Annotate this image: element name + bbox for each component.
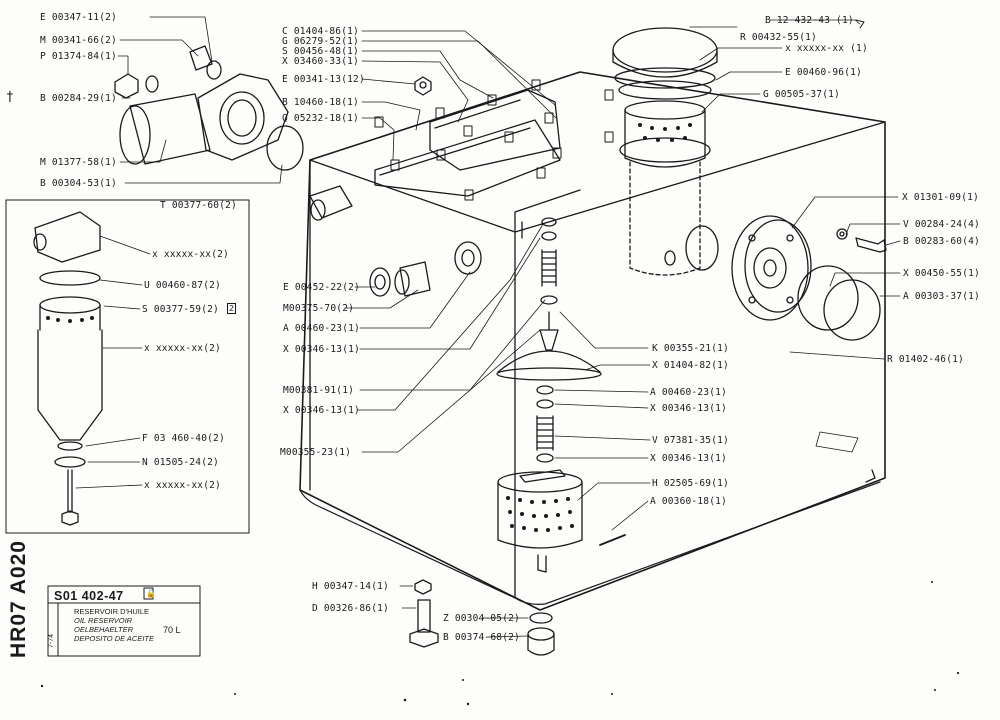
callout-label: U 00460-87(2)	[144, 280, 221, 291]
callout-label: E 00347-11(2)	[40, 12, 117, 23]
reference-marker: †	[6, 90, 14, 105]
scan-specks	[40, 581, 960, 706]
callout-label: V 07381-35(1)	[652, 435, 729, 446]
callout-label: B 00374-68(2)	[443, 632, 520, 643]
callout-label: x xxxxx-xx(2)	[144, 480, 221, 491]
callout-label: K 00355-21(1)	[652, 343, 729, 354]
callout-label: D 00326-86(1)	[312, 603, 389, 614]
callout-label: F 03 460-40(2)	[142, 433, 225, 444]
quantity-badge: 2	[227, 303, 237, 314]
callout-label: V 00284-24(4)	[903, 219, 980, 230]
callout-label: B 12 432-43 (1)	[765, 15, 854, 26]
callout-label: X 01404-82(1)	[652, 360, 729, 371]
callout-label: M 01377-58(1)	[40, 157, 117, 168]
drain-plug	[409, 579, 555, 656]
callout-label: R 01402-46(1)	[887, 354, 964, 365]
callout-label: M00375-70(2)	[283, 303, 355, 314]
callout-label: S 00377-59(2)	[142, 304, 219, 315]
callout-label: E 00460-96(1)	[785, 67, 862, 78]
callout-label: B 00284-29(1)	[40, 93, 117, 104]
title-block-frame	[47, 585, 201, 657]
elbow-assembly	[114, 45, 304, 171]
callout-label: T 00377-60(2)	[160, 200, 237, 211]
callout-label: N 01505-24(2)	[142, 457, 219, 468]
side-fitting	[309, 185, 482, 297]
callout-label: B 00304-53(1)	[40, 178, 117, 189]
callout-label: M00381-91(1)	[283, 385, 355, 396]
inspection-cover	[664, 215, 887, 341]
suction-strainer	[497, 469, 626, 573]
callout-label: X 00346-13(1)	[283, 344, 360, 355]
title-name-en: OIL RESERVOIR	[74, 616, 133, 625]
callout-label: x xxxxx-xx(2)	[144, 343, 221, 354]
callout-label: X 00346-13(1)	[650, 403, 727, 414]
title-name-fr: RESERVOIR D'HUILE	[74, 607, 150, 616]
callout-label: H 00347-14(1)	[312, 581, 389, 592]
callout-label: x xxxxx-xx(2)	[152, 249, 229, 260]
callout-label: x xxxxx-xx (1)	[785, 43, 868, 54]
valve-stack	[496, 217, 602, 463]
document-code: HR07 A020	[7, 540, 30, 658]
title-name-de: OELBEHAELTER	[74, 625, 134, 634]
leader-lines	[75, 16, 901, 638]
filter-assembly	[33, 211, 103, 526]
callout-label: A 00460-23(1)	[283, 323, 360, 334]
callout-label: P 01374-84(1)	[40, 51, 117, 62]
lock-icon: 🔒	[146, 589, 156, 598]
callout-label: C 01404-86(1)	[282, 26, 359, 37]
callout-label: X 00450-55(1)	[903, 268, 980, 279]
callout-label: E 00452-22(2)	[283, 282, 360, 293]
callout-label: M 00341-66(2)	[40, 35, 117, 46]
callout-label: X 00346-13(1)	[650, 453, 727, 464]
filter-group-frame	[5, 199, 250, 534]
callout-label: X 01301-09(1)	[902, 192, 979, 203]
callout-label: M00355-23(1)	[280, 447, 352, 458]
callout-label: B 10460-18(1)	[282, 97, 359, 108]
title-name-es: DEPOSITO DE ACEITE	[74, 634, 155, 643]
callout-label: R 00432-55(1)	[740, 32, 817, 43]
top-cover-plates	[374, 76, 614, 201]
callout-label: A 00360-18(1)	[650, 496, 727, 507]
filler-cap-assembly	[612, 27, 718, 276]
callout-label: Z 00304-05(2)	[443, 613, 520, 624]
callout-label: A 00303-37(1)	[903, 291, 980, 302]
callout-label: A 00460-23(1)	[650, 387, 727, 398]
oil-tank-body	[299, 71, 886, 611]
callout-label: E 00341-13(12)	[282, 74, 365, 85]
callout-label: X 03460-33(1)	[282, 56, 359, 67]
callout-label: B 00283-60(4)	[903, 236, 980, 247]
callout-label: S 00456-48(1)	[282, 46, 359, 57]
callout-label: G 06279-52(1)	[282, 36, 359, 47]
callout-label: X 00346-13(1)	[283, 405, 360, 416]
title-date: 7-74	[48, 633, 55, 648]
callout-label: G 00505-37(1)	[763, 89, 840, 100]
callout-label: H 02505-69(1)	[652, 478, 729, 489]
capacity-value: 70 L	[163, 625, 181, 635]
callout-label: Q 05232-18(1)	[282, 113, 359, 124]
part-number: S01 402-47	[54, 589, 124, 603]
arrow-mark	[855, 19, 865, 29]
